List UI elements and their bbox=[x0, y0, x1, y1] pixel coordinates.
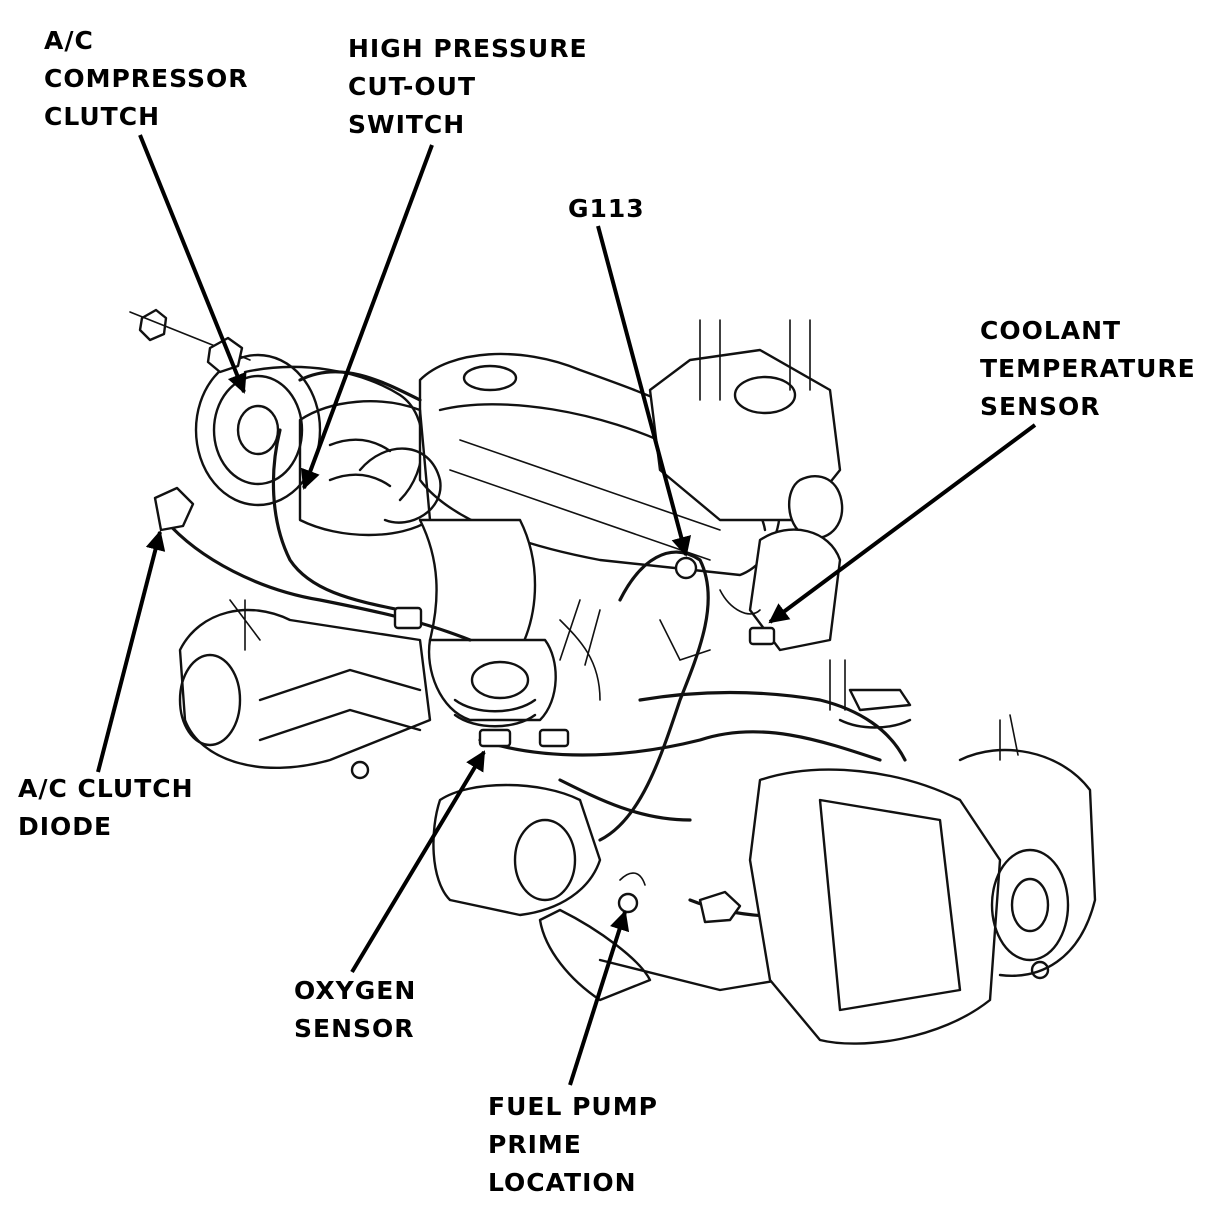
engine-block-drawing bbox=[129, 308, 1097, 1045]
leader-arrows bbox=[96, 134, 1037, 1086]
arrow-coolant-temperature-sensor bbox=[768, 423, 1037, 624]
label-oxygen-sensor: OXYGEN SENSOR bbox=[294, 976, 417, 1043]
label-g113: G113 bbox=[568, 194, 645, 223]
arrow-ac-clutch-diode bbox=[96, 530, 166, 773]
arrow-ac-compressor-clutch bbox=[138, 134, 247, 394]
label-ac-clutch-diode: A/C CLUTCH DIODE bbox=[18, 774, 194, 841]
label-fuel-pump-prime-location: FUEL PUMP PRIME LOCATION bbox=[488, 1092, 658, 1197]
label-high-pressure-cut-out-switch: HIGH PRESSURE CUT-OUT SWITCH bbox=[348, 34, 588, 139]
label-ac-compressor-clutch: A/C COMPRESSOR CLUTCH bbox=[44, 26, 249, 131]
arrow-g113 bbox=[596, 225, 692, 557]
label-coolant-temperature-sensor: COOLANT TEMPERATURE SENSOR bbox=[980, 316, 1196, 421]
arrow-fuel-pump-prime-location bbox=[568, 910, 630, 1086]
arrow-oxygen-sensor bbox=[350, 750, 486, 974]
arrow-high-pressure-cut-out-switch bbox=[300, 144, 434, 490]
